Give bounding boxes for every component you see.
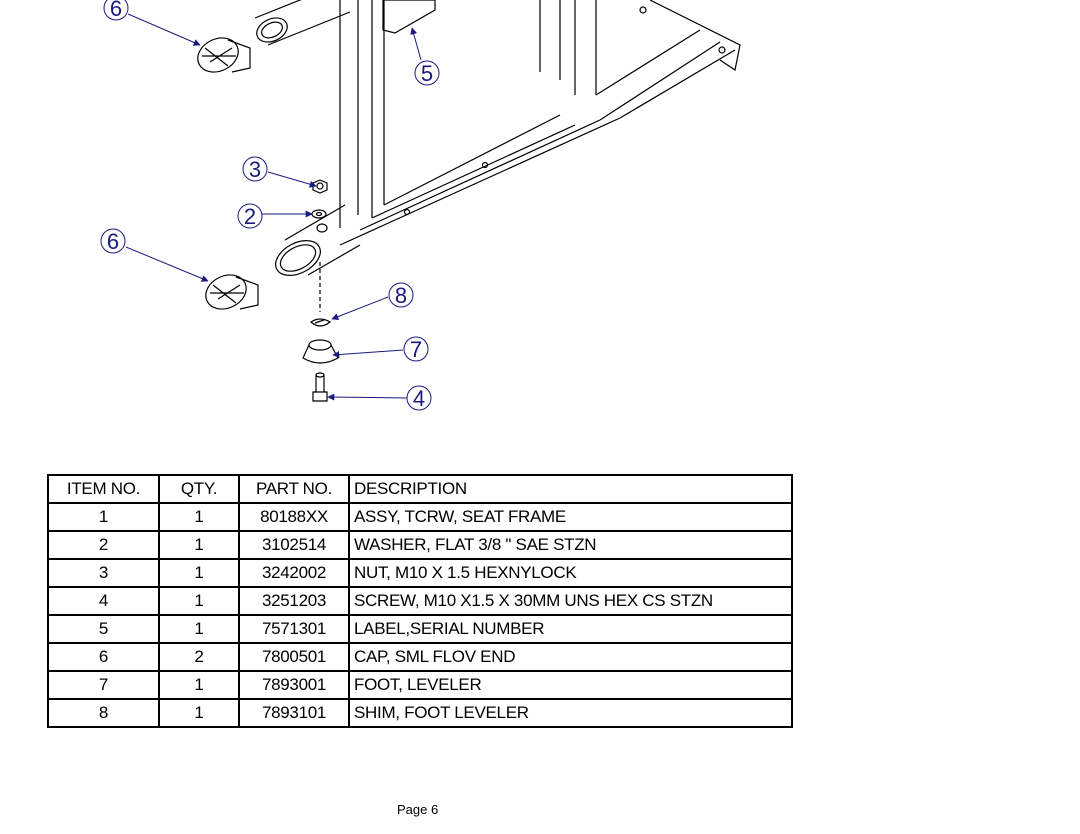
callout-6-top: 6 <box>110 0 122 21</box>
exploded-assembly-drawing: 6 5 3 2 6 8 7 4 <box>100 0 741 411</box>
header-part-no: PART NO. <box>238 474 350 504</box>
leveler-foot <box>302 339 339 364</box>
cell-qty: 1 <box>158 698 240 728</box>
cell-item: 3 <box>47 558 160 588</box>
cell-part-no: 3251203 <box>238 586 350 616</box>
cell-description: CAP, SML FLOV END <box>348 642 793 672</box>
cell-part-no: 7893101 <box>238 698 350 728</box>
cell-item: 2 <box>47 530 160 560</box>
callout-6-bottom: 6 <box>107 229 119 254</box>
cell-qty: 1 <box>158 558 240 588</box>
frame-rail-right <box>595 29 736 121</box>
cell-part-no: 3242002 <box>238 558 350 588</box>
frame-rail-diagonal-1 <box>371 114 576 219</box>
frame-plate <box>649 0 741 71</box>
cell-item: 7 <box>47 670 160 700</box>
hex-screw <box>312 372 328 402</box>
cell-part-no: 7800501 <box>238 642 350 672</box>
callout-8: 8 <box>395 283 407 308</box>
cell-item: 5 <box>47 614 160 644</box>
cell-description: NUT, M10 X 1.5 HEXNYLOCK <box>348 558 793 588</box>
table-row: 5 1 7571301 LABEL,SERIAL NUMBER <box>47 614 793 644</box>
callout-4: 4 <box>413 386 425 411</box>
cell-description: SHIM, FOOT LEVELER <box>348 698 793 728</box>
upper-tube <box>254 0 351 46</box>
cell-qty: 2 <box>158 642 240 672</box>
cell-qty: 1 <box>158 670 240 700</box>
frame-rail-diagonal-2 <box>339 117 621 246</box>
cell-description: LABEL,SERIAL NUMBER <box>348 614 793 644</box>
lower-tube <box>284 204 361 276</box>
table-row: 1 1 80188XX ASSY, TCRW, SEAT FRAME <box>47 502 793 532</box>
cell-qty: 1 <box>158 614 240 644</box>
header-qty: QTY. <box>158 474 240 504</box>
frame-rail-upper <box>539 0 597 95</box>
cell-part-no: 7893001 <box>238 670 350 700</box>
parts-list-table: ITEM NO. QTY. PART NO. DESCRIPTION 1 1 8… <box>47 474 793 728</box>
callout-2: 2 <box>244 204 256 229</box>
vertical-post-inner <box>371 0 385 218</box>
table-row: 6 2 7800501 CAP, SML FLOV END <box>47 642 793 672</box>
cell-description: FOOT, LEVELER <box>348 670 793 700</box>
cell-description: WASHER, FLAT 3/8 " SAE STZN <box>348 530 793 560</box>
cell-part-no: 7571301 <box>238 614 350 644</box>
table-header-row: ITEM NO. QTY. PART NO. DESCRIPTION <box>47 474 793 504</box>
callout-7: 7 <box>410 337 422 362</box>
cell-item: 6 <box>47 642 160 672</box>
table-row: 3 1 3242002 NUT, M10 X 1.5 HEXNYLOCK <box>47 558 793 588</box>
flat-washer <box>311 209 327 219</box>
end-cap-bottom <box>205 274 259 310</box>
callout-5: 5 <box>421 61 433 86</box>
callout-3: 3 <box>249 157 261 182</box>
cell-item: 4 <box>47 586 160 616</box>
header-item-no: ITEM NO. <box>47 474 160 504</box>
cell-part-no: 3102514 <box>238 530 350 560</box>
table-row: 7 1 7893001 FOOT, LEVELER <box>47 670 793 700</box>
cell-qty: 1 <box>158 502 240 532</box>
header-description: DESCRIPTION <box>348 474 793 504</box>
cell-qty: 1 <box>158 586 240 616</box>
cell-item: 8 <box>47 698 160 728</box>
page-number: Page 6 <box>397 802 439 817</box>
serial-label-plate <box>382 0 436 34</box>
cell-qty: 1 <box>158 530 240 560</box>
foot-shim <box>310 318 332 327</box>
cell-part-no: 80188XX <box>238 502 350 532</box>
table-row: 8 1 7893101 SHIM, FOOT LEVELER <box>47 698 793 728</box>
cell-description: SCREW, M10 X1.5 X 30MM UNS HEX CS STZN <box>348 586 793 616</box>
hex-nut <box>312 179 328 194</box>
vertical-post-left <box>339 0 359 228</box>
table-row: 2 1 3102514 WASHER, FLAT 3/8 " SAE STZN <box>47 530 793 560</box>
end-cap-top <box>197 37 251 73</box>
table-row: 4 1 3251203 SCREW, M10 X1.5 X 30MM UNS H… <box>47 586 793 616</box>
cell-item: 1 <box>47 502 160 532</box>
cell-description: ASSY, TCRW, SEAT FRAME <box>348 502 793 532</box>
